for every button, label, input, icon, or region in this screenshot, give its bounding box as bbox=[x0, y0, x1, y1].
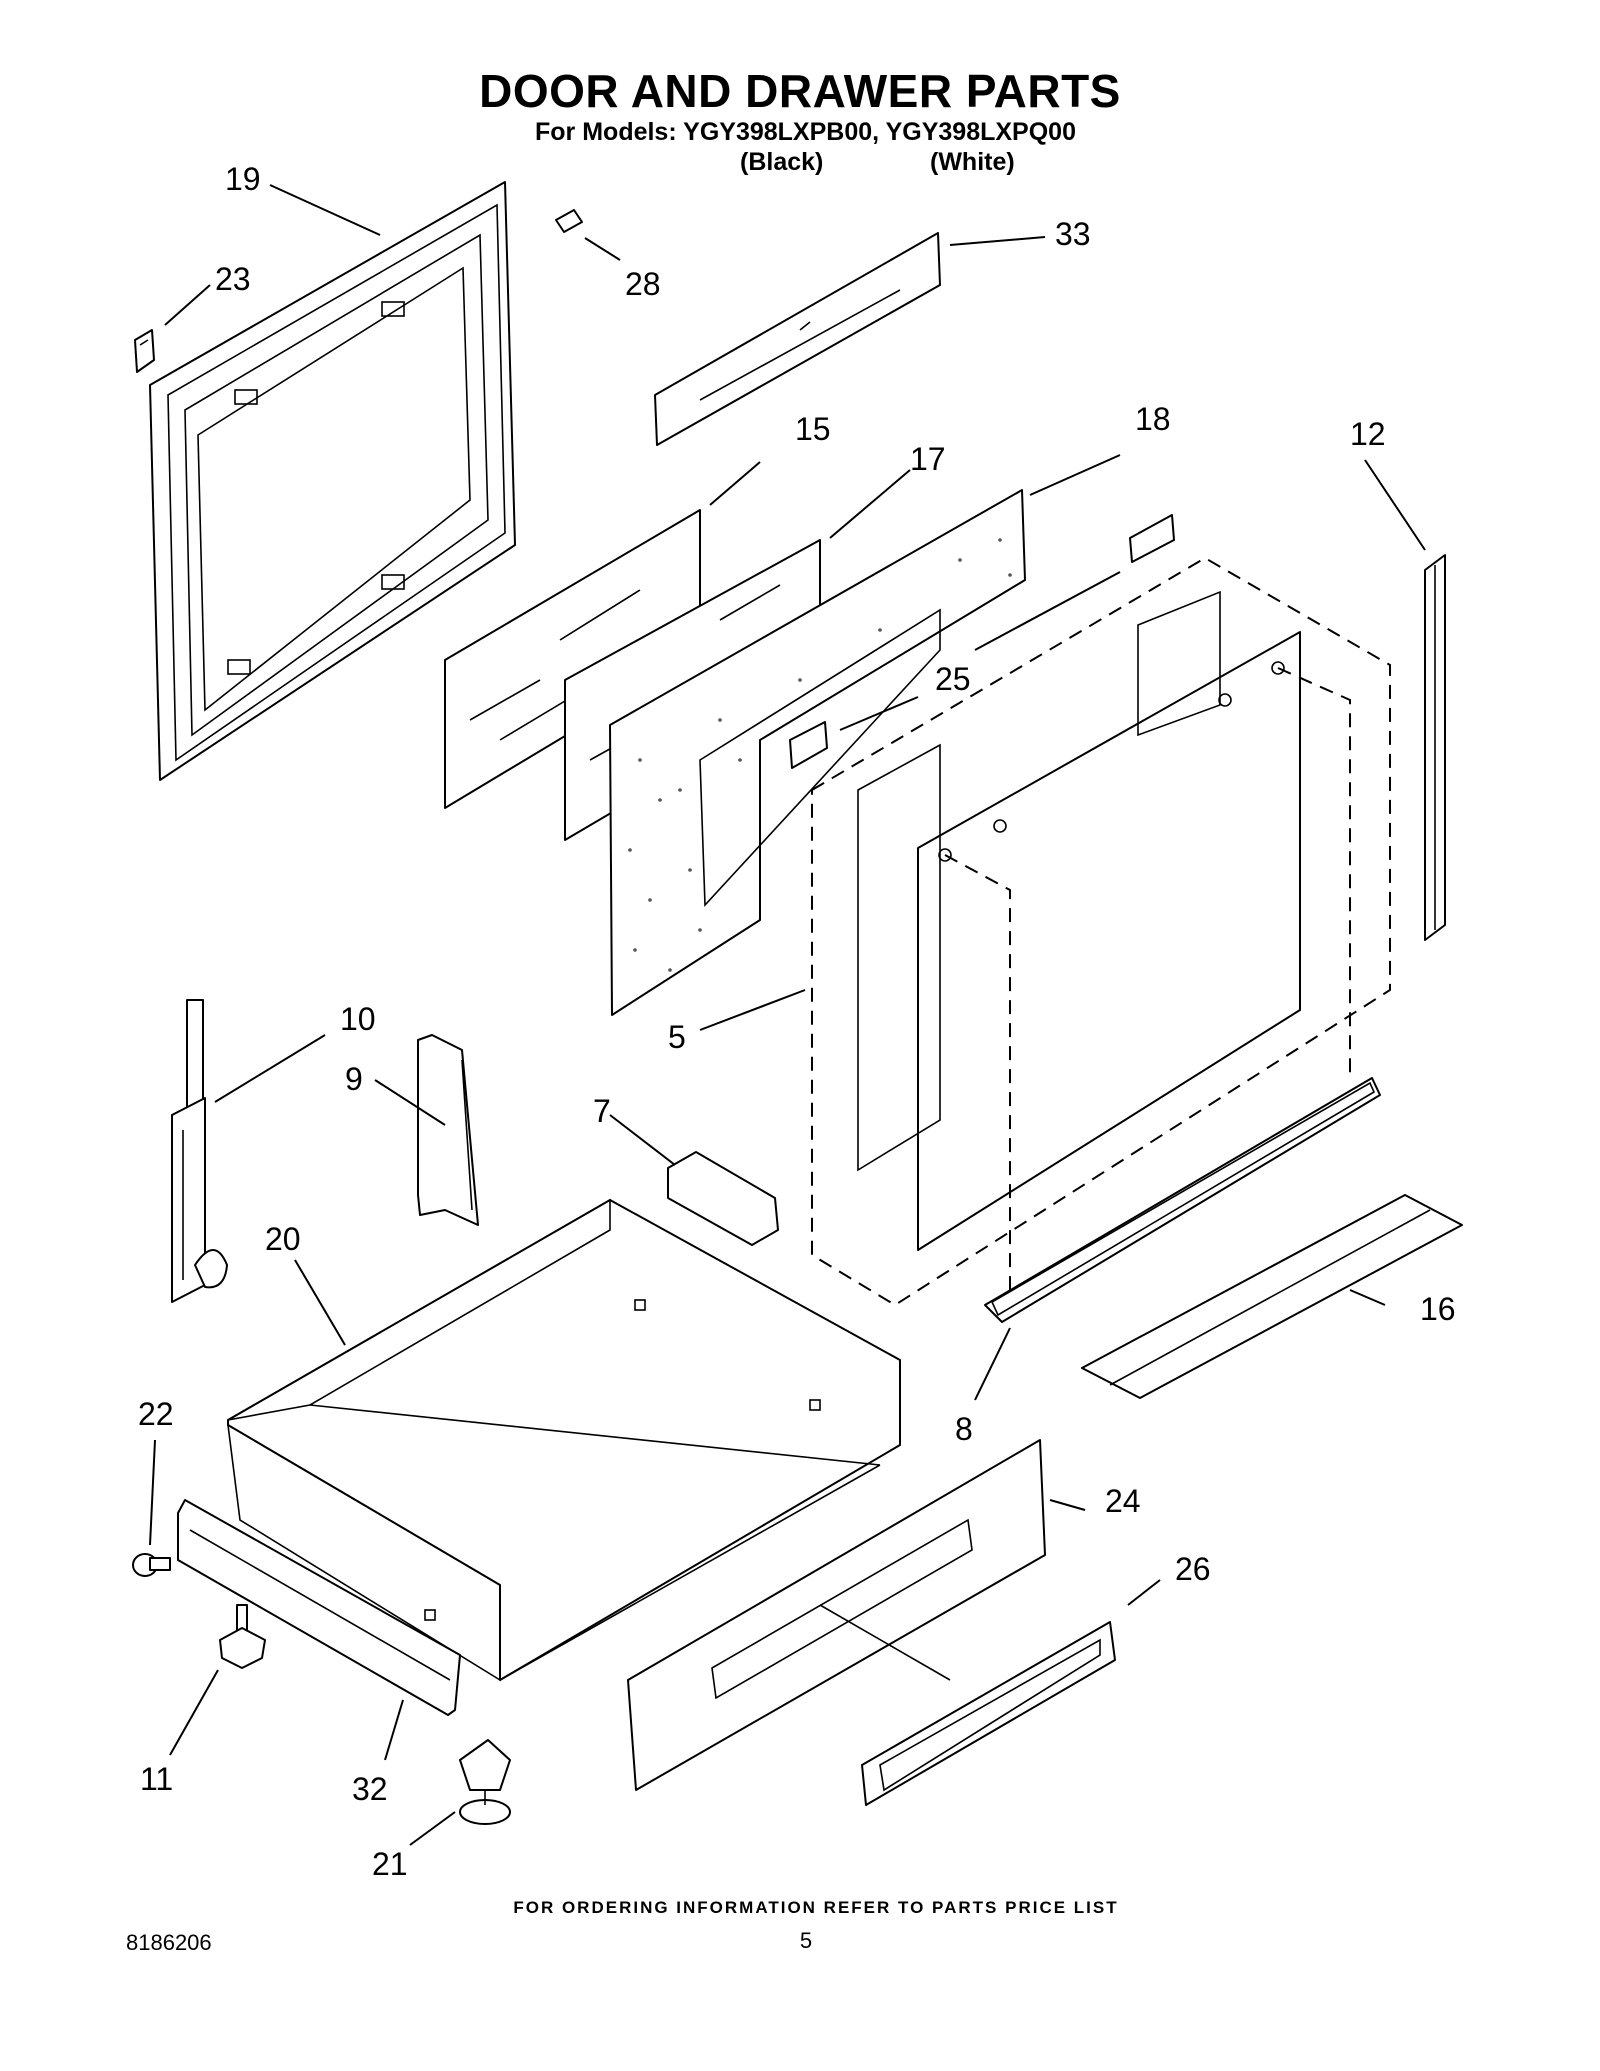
part-28-bumper bbox=[555, 209, 583, 233]
callout-22: 22 bbox=[138, 1396, 174, 1432]
callout-10: 10 bbox=[340, 1001, 376, 1037]
callout-12: 12 bbox=[1350, 416, 1386, 452]
part-11-leveling-leg bbox=[219, 1604, 266, 1669]
variant-white-label: (White) bbox=[930, 148, 1015, 176]
part-12-side-trim bbox=[1424, 554, 1446, 941]
part-9-handle-bracket bbox=[417, 1034, 479, 1226]
part-23-clip bbox=[134, 329, 155, 373]
ordering-note: FOR ORDERING INFORMATION REFER TO PARTS … bbox=[513, 1898, 1119, 1917]
callout-labels: 19 23 28 33 15 17 18 12 25 5 10 9 7 20 2… bbox=[138, 161, 1456, 1882]
variant-black-label: (Black) bbox=[740, 148, 824, 176]
callout-19: 19 bbox=[225, 161, 261, 197]
part-25-hinge bbox=[789, 514, 1175, 769]
page-title: DOOR AND DRAWER PARTS bbox=[479, 65, 1121, 117]
part-7-bracket bbox=[667, 1151, 779, 1246]
part-26-drawer-handle bbox=[819, 1604, 1116, 1806]
callout-32: 32 bbox=[352, 1771, 388, 1807]
callout-23: 23 bbox=[215, 261, 251, 297]
part-33-top-panel bbox=[654, 232, 941, 446]
callout-33: 33 bbox=[1055, 216, 1091, 252]
callout-11: 11 bbox=[140, 1761, 173, 1797]
callout-leaders bbox=[149, 184, 1426, 1846]
callout-18: 18 bbox=[1135, 401, 1171, 437]
part-5-outer-door bbox=[811, 556, 1391, 1307]
callout-7: 7 bbox=[593, 1093, 611, 1129]
callout-25: 25 bbox=[935, 661, 971, 697]
callout-5: 5 bbox=[668, 1019, 686, 1055]
part-21-anti-tip-bracket bbox=[459, 1739, 511, 1825]
models-line: For Models: YGY398LXPB00, YGY398LXPQ00 bbox=[535, 118, 1076, 146]
part-19-inner-door-frame bbox=[149, 181, 516, 781]
part-18-insulation bbox=[609, 489, 1026, 1016]
part-10-door-hinge bbox=[171, 999, 228, 1303]
callout-15: 15 bbox=[795, 411, 831, 447]
part-32-drawer-rail bbox=[177, 1499, 461, 1716]
callout-28: 28 bbox=[625, 266, 661, 302]
callout-9: 9 bbox=[345, 1061, 363, 1097]
callout-24: 24 bbox=[1105, 1483, 1141, 1519]
callout-8: 8 bbox=[955, 1411, 973, 1447]
callout-20: 20 bbox=[265, 1221, 301, 1257]
callout-17: 17 bbox=[910, 441, 946, 477]
page-number: 5 bbox=[799, 1928, 813, 1953]
document-number: 8186206 bbox=[126, 1930, 212, 1955]
part-22-screw bbox=[132, 1553, 171, 1577]
part-20-drawer bbox=[227, 1198, 901, 1682]
part-8-door-trim bbox=[984, 1077, 1381, 1323]
callout-16: 16 bbox=[1420, 1291, 1456, 1327]
part-16-vent-panel bbox=[1081, 1194, 1463, 1399]
callout-26: 26 bbox=[1175, 1551, 1211, 1587]
callout-21: 21 bbox=[372, 1846, 408, 1882]
